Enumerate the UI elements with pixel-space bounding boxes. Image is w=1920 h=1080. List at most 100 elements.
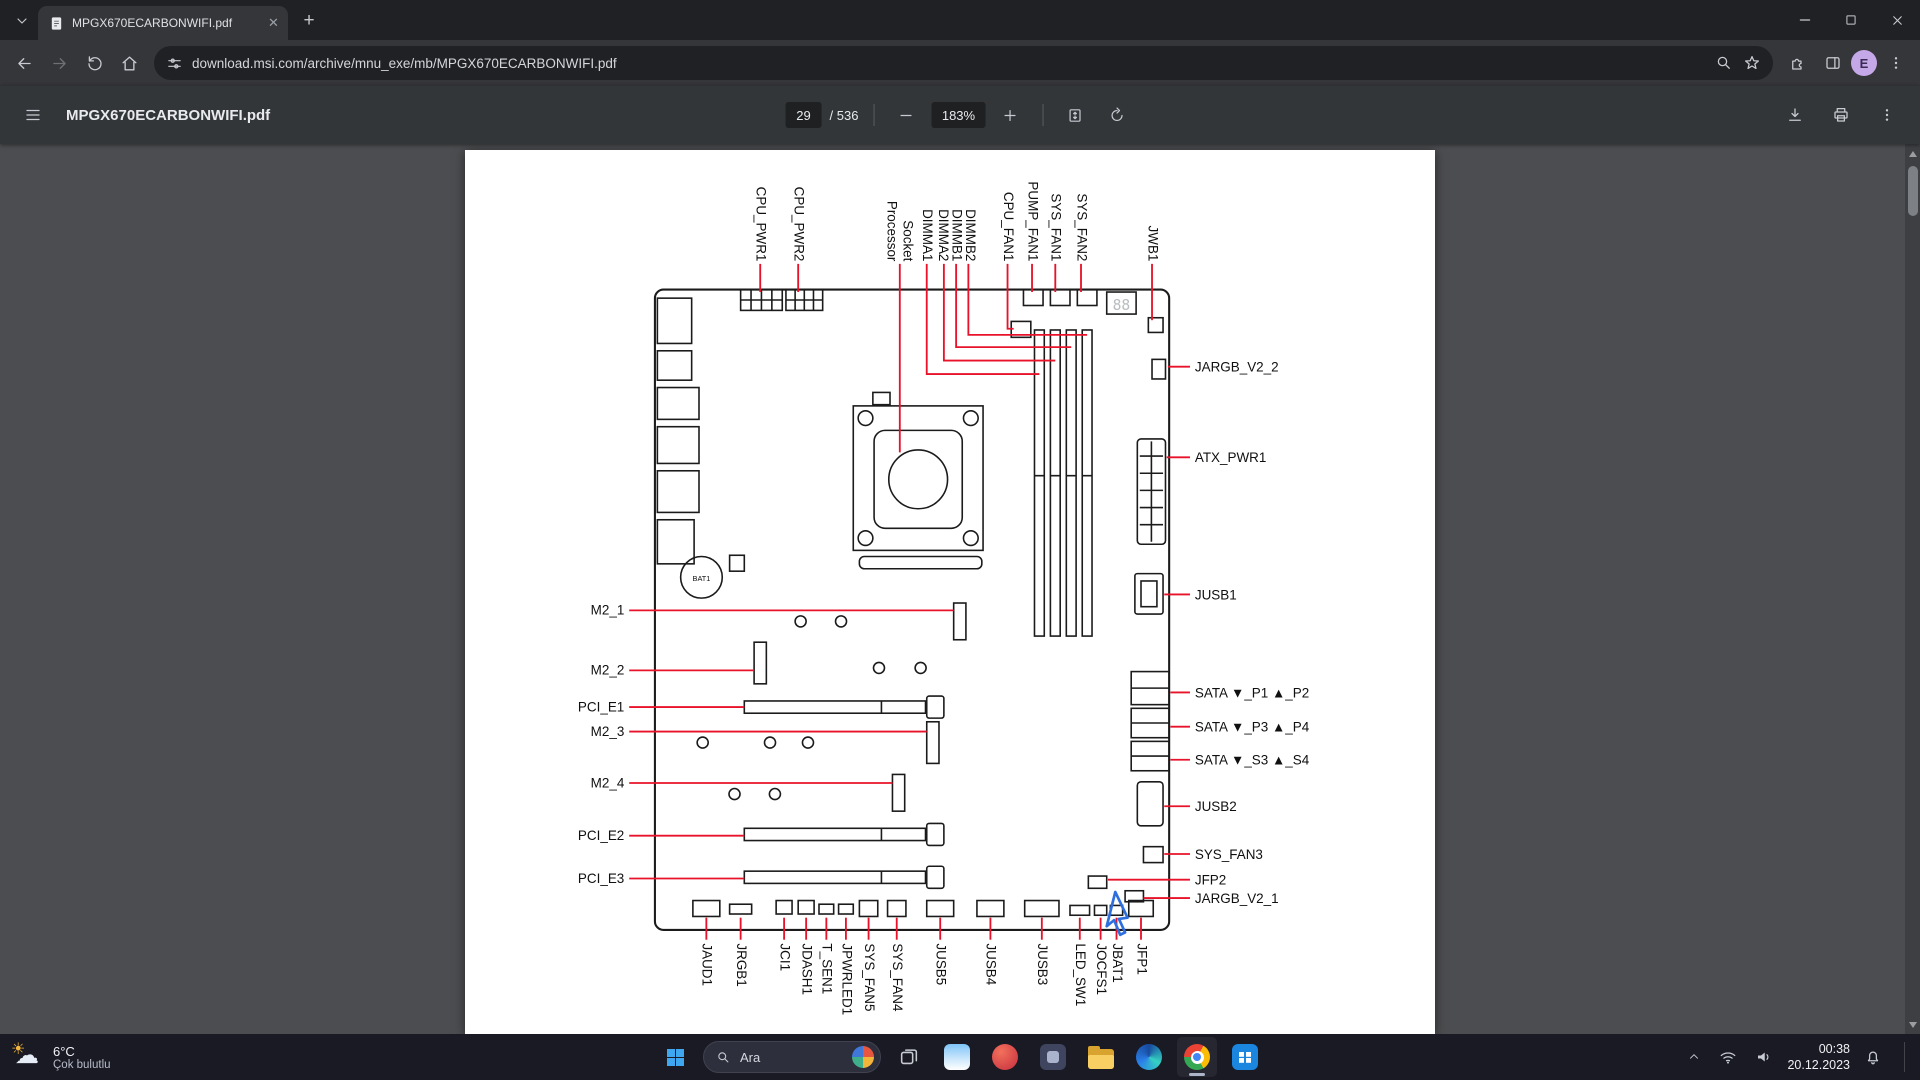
forward-button[interactable] <box>43 47 76 80</box>
taskbar-clock[interactable]: 00:38 20.12.2023 <box>1787 1041 1850 1074</box>
jwb1-header <box>1147 316 1164 334</box>
diagram-label: JFP1 <box>1134 943 1149 974</box>
up-arrow-icon <box>1908 150 1917 157</box>
minimize-icon <box>1799 19 1811 21</box>
divider <box>873 104 875 126</box>
diagram-label: SYS_FAN4 <box>890 943 905 1012</box>
download-button[interactable] <box>1778 98 1812 132</box>
zoom-in-button[interactable] <box>993 98 1027 132</box>
window-close-button[interactable] <box>1874 0 1920 40</box>
weather-description: Çok bulutlu <box>53 1058 111 1071</box>
volume-button[interactable] <box>1751 1044 1777 1070</box>
cloud-icon: ☁ <box>15 1042 39 1069</box>
scroll-up-button[interactable] <box>1905 146 1920 161</box>
hamburger-menu-icon <box>26 109 40 121</box>
weather-temperature: 6°C <box>53 1043 75 1059</box>
widgets-icon <box>944 1044 970 1070</box>
notifications-button[interactable] <box>1860 1044 1886 1070</box>
start-button[interactable] <box>655 1037 695 1077</box>
diagram-label: SATA ▼_P3 ▲_P4 <box>1195 720 1310 735</box>
diagram-label: CPU_PWR1 <box>754 187 769 262</box>
tab-close-icon[interactable]: ✕ <box>268 15 279 30</box>
new-tab-button[interactable]: + <box>303 10 315 31</box>
page-number-input[interactable] <box>785 102 822 128</box>
print-icon <box>1834 107 1848 122</box>
reload-button[interactable] <box>78 47 111 80</box>
diagram-label: PCI_E2 <box>578 828 624 843</box>
show-desktop-button[interactable] <box>1904 1042 1908 1072</box>
window-minimize-button[interactable] <box>1782 0 1828 40</box>
plus-icon <box>1004 109 1017 121</box>
store-icon <box>1232 1044 1258 1070</box>
pdf-scrollbar[interactable] <box>1905 144 1920 1034</box>
m2-slots <box>753 602 967 812</box>
file-explorer-button[interactable] <box>1081 1037 1121 1077</box>
diagram-label: SATA ▼_P1 ▲_P2 <box>1195 685 1309 700</box>
folder-icon <box>1088 1046 1114 1069</box>
home-button[interactable] <box>113 47 146 80</box>
sun-icon: ☀ <box>11 1041 26 1058</box>
diagram-label: SYS_FAN3 <box>1195 847 1263 862</box>
hidden-icons-button[interactable] <box>1683 1046 1705 1068</box>
fit-page-button[interactable] <box>1058 98 1092 132</box>
diagram-label: SATA ▼_S3 ▲_S4 <box>1195 753 1310 768</box>
zoom-out-button[interactable] <box>889 98 923 132</box>
scroll-down-button[interactable] <box>1905 1017 1920 1032</box>
scrollbar-thumb[interactable] <box>1907 166 1918 216</box>
site-settings-icon <box>168 58 181 68</box>
edge-icon <box>1136 1044 1162 1070</box>
speaker-icon <box>1758 1052 1769 1062</box>
extensions-button[interactable] <box>1781 47 1814 80</box>
m2-standoffs <box>696 615 927 801</box>
zoom-level[interactable]: 183% <box>931 102 986 128</box>
pdf-menu-button[interactable] <box>16 98 50 132</box>
profile-avatar[interactable]: E <box>1851 50 1877 76</box>
task-view-button[interactable] <box>889 1037 929 1077</box>
kebab-menu-icon <box>1894 57 1897 69</box>
jargb-v2-2-header <box>1151 358 1167 380</box>
url-text: download.msi.com/archive/mnu_exe/mb/MPGX… <box>192 55 617 71</box>
edge-button[interactable] <box>1129 1037 1169 1077</box>
address-bar[interactable]: download.msi.com/archive/mnu_exe/mb/MPGX… <box>154 46 1773 80</box>
maximize-icon <box>1846 15 1856 25</box>
back-button[interactable] <box>8 47 41 80</box>
pcie-slots <box>743 695 945 890</box>
rotate-button[interactable] <box>1100 98 1134 132</box>
diagram-label: Processor <box>885 201 900 262</box>
diagram-label: LED_SW1 <box>1073 943 1088 1006</box>
window-maximize-button[interactable] <box>1828 0 1874 40</box>
diagram-label: JBAT1 <box>1110 943 1125 982</box>
zoom-icon[interactable] <box>1715 54 1733 72</box>
windows-taskbar: ☀ ☁ 6°C Çok bulutlu Ara <box>0 1034 1920 1080</box>
blue-annotation-cursor <box>1105 890 1129 937</box>
jfp2-header <box>1087 875 1108 890</box>
app-button-red[interactable] <box>985 1037 1025 1077</box>
pdf-page[interactable]: CPU_PWR1 CPU_PWR2 Processor Socket DIMMA… <box>465 150 1435 1034</box>
bookmark-star-icon[interactable] <box>1743 54 1761 72</box>
window-controls <box>1782 0 1920 40</box>
taskbar-center-apps: Ara <box>655 1037 1265 1077</box>
store-button[interactable] <box>1225 1037 1265 1077</box>
browser-toolbar: download.msi.com/archive/mnu_exe/mb/MPGX… <box>0 40 1920 86</box>
windows-logo-icon <box>666 1048 684 1066</box>
tab-search-button[interactable] <box>8 7 36 35</box>
widgets-app-button[interactable] <box>937 1037 977 1077</box>
gray-app-icon <box>1040 1044 1066 1070</box>
diagram-label: SYS_FAN2 <box>1074 193 1089 261</box>
active-tab[interactable]: MPGX670ECARBONWIFI.pdf ✕ <box>38 6 288 40</box>
print-button[interactable] <box>1824 98 1858 132</box>
browser-menu-button[interactable] <box>1879 47 1912 80</box>
app-button-gray[interactable] <box>1033 1037 1073 1077</box>
chrome-button[interactable] <box>1177 1037 1217 1077</box>
diagram-label: M2_4 <box>591 775 625 790</box>
diagram-label: CPU_PWR2 <box>792 187 807 262</box>
diagram-label: JUSB3 <box>1035 943 1050 985</box>
battery-label: BAT1 <box>693 574 711 583</box>
chrome-icon <box>1184 1044 1210 1070</box>
taskbar-search[interactable]: Ara <box>703 1041 881 1073</box>
weather-widget[interactable]: ☀ ☁ 6°C Çok bulutlu <box>11 1041 111 1071</box>
network-button[interactable] <box>1715 1044 1741 1070</box>
side-panel-button[interactable] <box>1816 47 1849 80</box>
pdf-more-button[interactable] <box>1870 98 1904 132</box>
pdf-toolbar: MPGX670ECARBONWIFI.pdf / 536 183% <box>0 86 1920 144</box>
